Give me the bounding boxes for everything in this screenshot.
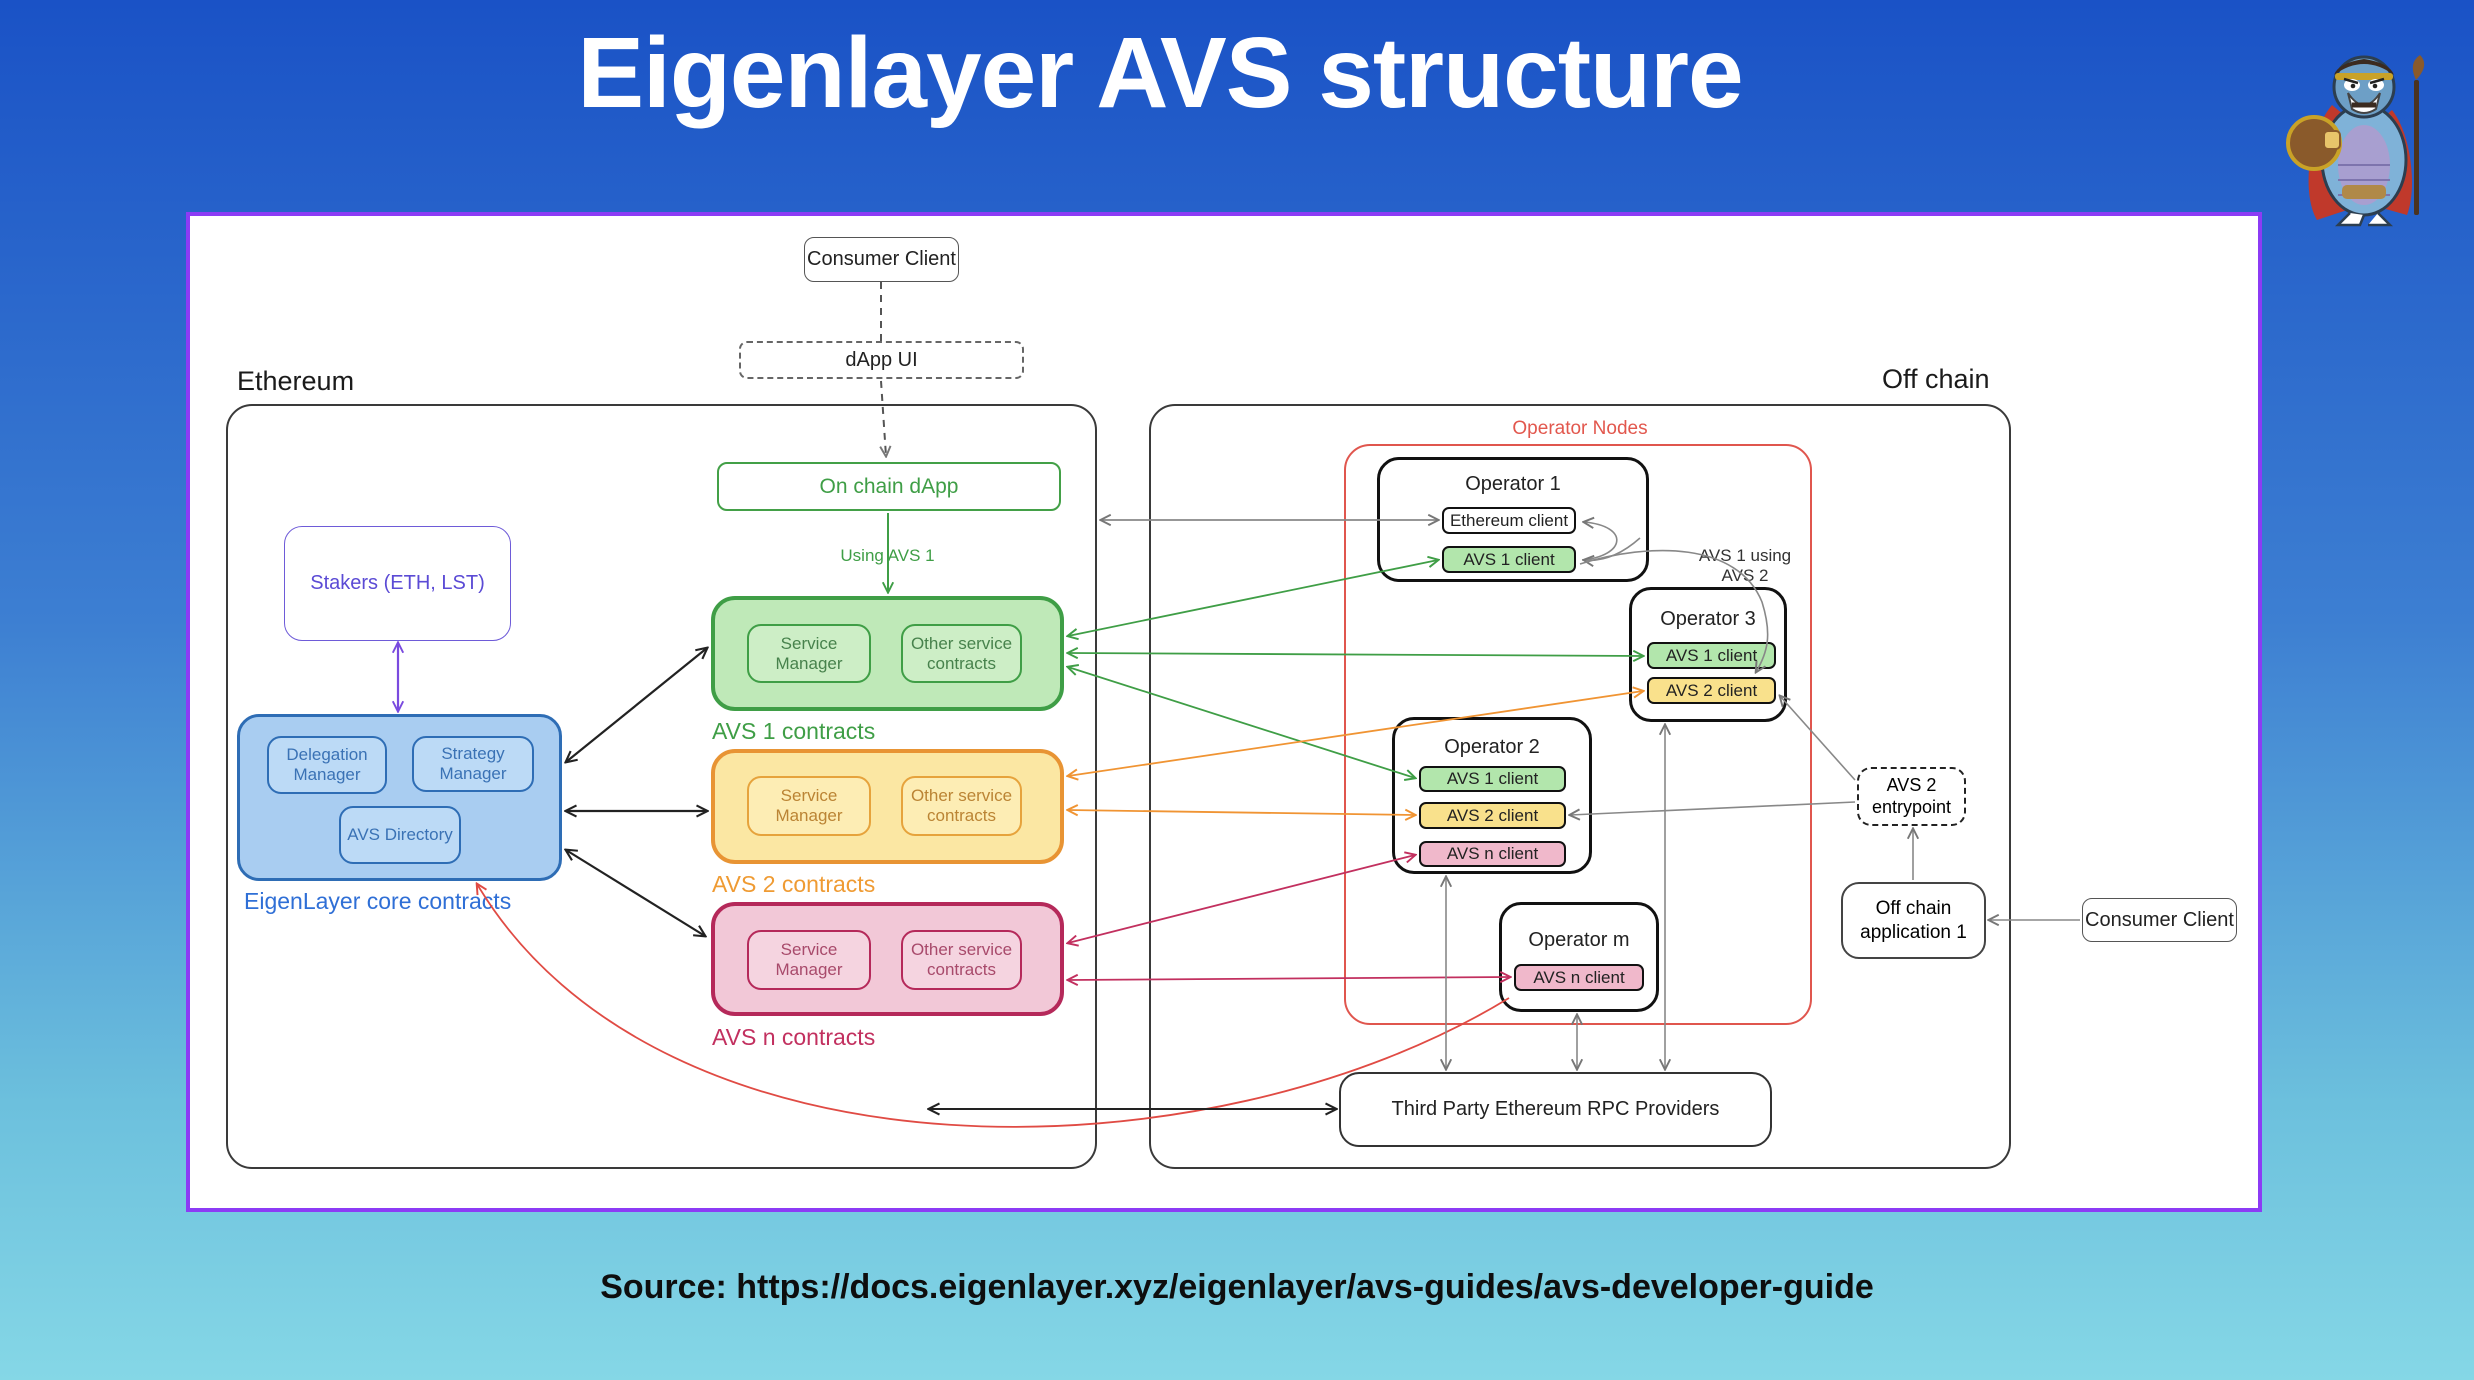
eigenlayer-core-contracts-label: EigenLayer core contracts (244, 888, 512, 914)
avs2-entrypoint-box: AVS 2 entrypoint (1857, 767, 1966, 826)
consumer-client-right-box: Consumer Client (2082, 898, 2237, 942)
operatorm-box: Operator m (1499, 902, 1659, 1012)
operatorm-avsn-client-chip: AVS n client (1514, 964, 1644, 991)
operator3-avs1-client-chip: AVS 1 client (1647, 642, 1776, 669)
offchain-application-box: Off chain application 1 (1841, 882, 1986, 959)
mascot-warrior-penguin-icon (2286, 55, 2425, 227)
operator-nodes-label: Operator Nodes (1512, 418, 1648, 439)
operator2-avs2-client-chip: AVS 2 client (1419, 802, 1566, 829)
operator3-avs2-client-chip: AVS 2 client (1647, 677, 1776, 704)
avs1-service-manager-box: Service Manager (747, 624, 871, 683)
operator3-title: Operator 3 (1660, 608, 1756, 630)
operator2-title: Operator 2 (1444, 736, 1540, 758)
stakers-box: Stakers (ETH, LST) (284, 526, 511, 641)
avs2-contracts-label: AVS 2 contracts (712, 871, 876, 897)
using-avs1-label: Using AVS 1 (840, 546, 935, 565)
avs1-other-contracts-box: Other service contracts (901, 624, 1022, 683)
avs2-service-manager-box: Service Manager (747, 776, 871, 836)
avs2-other-contracts-box: Other service contracts (901, 776, 1022, 836)
delegation-manager-box: Delegation Manager (267, 736, 387, 794)
avs1-contracts-label: AVS 1 contracts (712, 718, 876, 744)
operator1-ethereum-client-chip: Ethereum client (1442, 507, 1576, 534)
avsn-other-contracts-box: Other service contracts (901, 930, 1022, 990)
diagram-panel: Consumer Client dApp UI Ethereum Off cha… (186, 212, 2262, 1212)
page-title: Eigenlayer AVS structure (577, 17, 1743, 129)
consumer-client-top-box: Consumer Client (804, 237, 959, 282)
avs-directory-box: AVS Directory (339, 806, 461, 864)
rpc-providers-box: Third Party Ethereum RPC Providers (1339, 1072, 1772, 1147)
operator2-avsn-client-chip: AVS n client (1419, 841, 1566, 867)
dapp-ui-box: dApp UI (739, 341, 1024, 379)
source-caption: Source: https://docs.eigenlayer.xyz/eige… (600, 1268, 1874, 1306)
on-chain-dapp-box: On chain dApp (717, 462, 1061, 511)
operator2-avs1-client-chip: AVS 1 client (1419, 766, 1566, 792)
offchain-label: Off chain (1882, 364, 1990, 394)
ethereum-label: Ethereum (237, 366, 355, 396)
operator1-avs1-client-chip: AVS 1 client (1442, 546, 1576, 573)
avs1-using-avs2-label: AVS 1 using AVS 2 (1698, 546, 1792, 586)
operatorm-title: Operator m (1528, 929, 1630, 951)
avsn-contracts-label: AVS n contracts (712, 1024, 876, 1050)
operator1-title: Operator 1 (1465, 473, 1561, 495)
mascot-logo (2272, 25, 2452, 235)
strategy-manager-box: Strategy Manager (412, 736, 534, 792)
avsn-service-manager-box: Service Manager (747, 930, 871, 990)
